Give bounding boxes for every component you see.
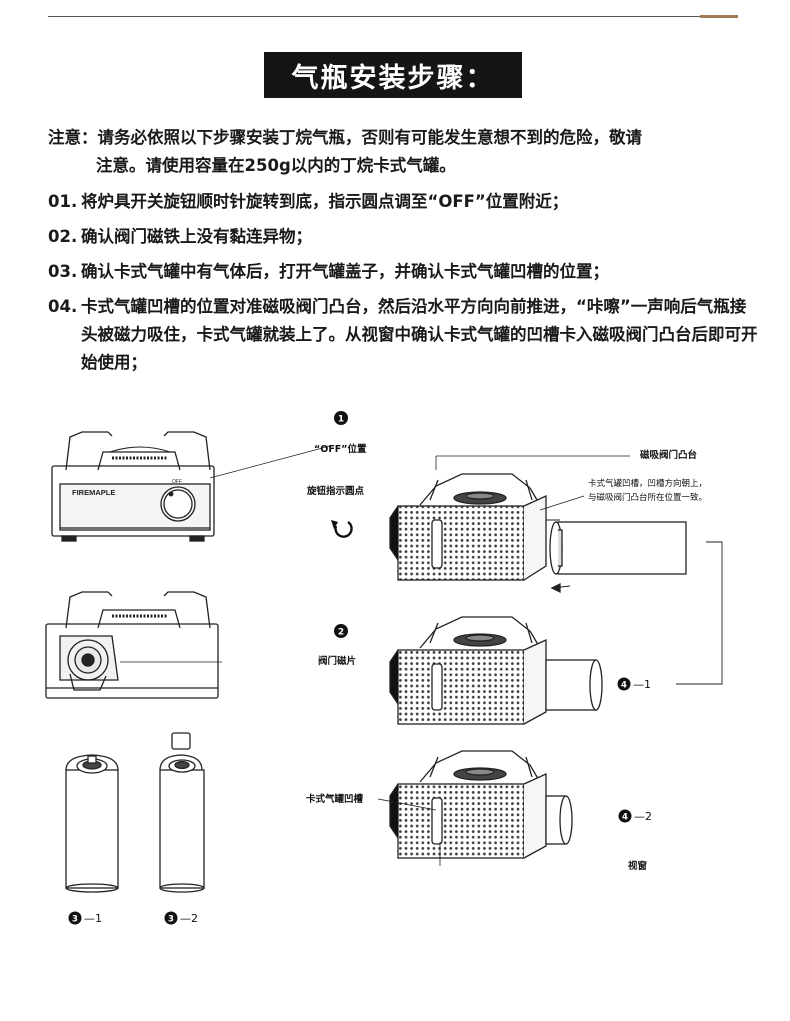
label-groove-note-1: 卡式气罐凹槽，凹槽方向朝上， xyxy=(588,478,707,491)
svg-text:—2: —2 xyxy=(634,810,652,823)
rotation-arrow-icon xyxy=(331,520,352,537)
stove-front-view xyxy=(52,432,330,541)
label-groove-note-2: 与磁吸阀门凸台所在位置一致。 xyxy=(588,492,707,505)
stove-with-cartridge-installed xyxy=(378,751,572,866)
marker-2: 2 xyxy=(334,624,348,638)
svg-text:—2: —2 xyxy=(180,912,198,925)
svg-text:2: 2 xyxy=(338,628,344,638)
marker-4-1: 4 —1 xyxy=(618,678,652,692)
knob-off-mark: OFF xyxy=(172,479,182,485)
label-window: 视窗 xyxy=(628,860,647,873)
svg-text:3: 3 xyxy=(168,915,174,925)
svg-text:—1: —1 xyxy=(84,912,102,925)
label-valve-magnet: 阀门磁片 xyxy=(318,655,356,668)
marker-3-2: 3 —2 xyxy=(165,912,199,926)
svg-text:4: 4 xyxy=(621,681,627,691)
stove-with-cartridge-attached xyxy=(390,617,602,724)
gas-cartridge-capped xyxy=(160,733,204,892)
marker-1: 1 xyxy=(334,411,348,425)
label-cartridge-groove: 卡式气罐凹槽 xyxy=(306,793,363,806)
svg-text:—1: —1 xyxy=(633,678,651,691)
label-off-position: “OFF”位置 xyxy=(314,443,367,456)
stove-valve-view xyxy=(46,592,222,698)
label-magnetic-valve-boss: 磁吸阀门凸台 xyxy=(640,449,697,462)
svg-text:1: 1 xyxy=(338,415,344,425)
marker-4-2: 4 —2 xyxy=(619,810,653,824)
svg-text:4: 4 xyxy=(622,813,628,823)
gas-cartridge-open xyxy=(66,755,118,892)
svg-text:3: 3 xyxy=(72,915,78,925)
brand-logo: FIREMAPLE xyxy=(72,488,115,497)
label-knob-indicator: 旋钮指示圆点 xyxy=(307,485,364,498)
marker-3-1: 3 —1 xyxy=(69,912,103,926)
